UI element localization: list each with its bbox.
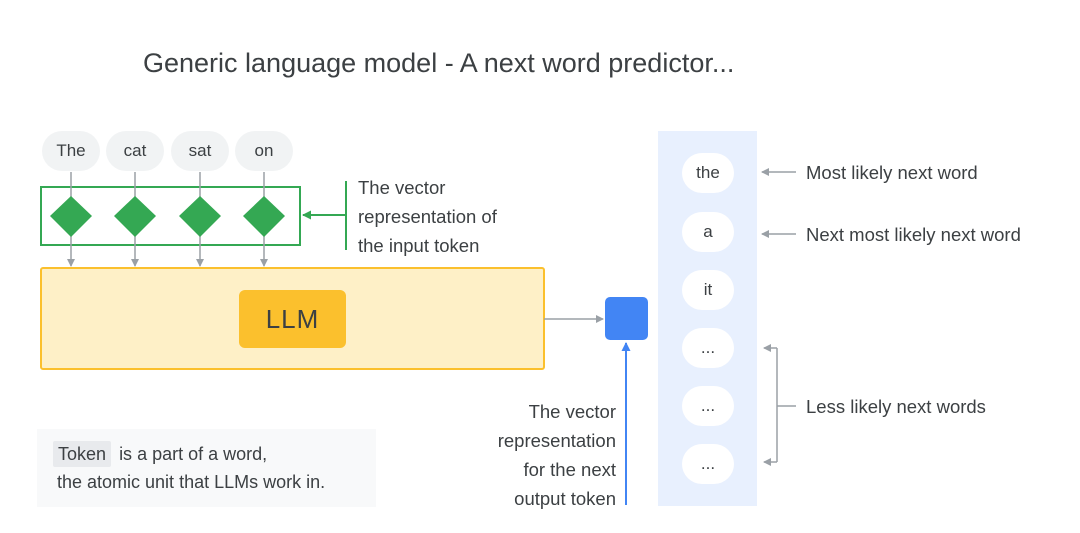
output-vector-square xyxy=(605,297,648,340)
label-line: for the next xyxy=(523,459,616,480)
less-likely-bracket xyxy=(763,344,796,466)
input-token-pill: on xyxy=(235,131,293,171)
most-likely-label: Most likely next word xyxy=(806,162,978,183)
label-line: output token xyxy=(514,488,616,509)
input-token-pill: sat xyxy=(171,131,229,171)
vector-representation-label: The vector representation of the input t… xyxy=(358,173,497,260)
candidate-panel xyxy=(658,131,757,506)
token-term-chip: Token xyxy=(53,441,112,467)
llm-block: LLM xyxy=(239,290,346,348)
embedding-diamond xyxy=(114,196,156,237)
candidate-word: ... xyxy=(682,386,734,426)
label-line: the input token xyxy=(358,235,480,256)
candidate-word: it xyxy=(682,270,734,310)
embedding-diamond xyxy=(243,196,285,237)
less-likely-label: Less likely next words xyxy=(806,396,986,417)
note-line-1: Token is a part of a word, xyxy=(53,441,267,467)
candidate-word: a xyxy=(682,212,734,252)
label-line: representation xyxy=(497,430,616,451)
candidate-word: the xyxy=(682,153,734,193)
embedding-diamonds xyxy=(50,196,285,237)
label-line: representation of xyxy=(358,206,497,227)
note-line-2: the atomic unit that LLMs work in. xyxy=(57,472,326,492)
diagram-title: Generic language model - A next word pre… xyxy=(143,48,735,78)
candidate-word: ... xyxy=(682,328,734,368)
output-vector-label: The vector representation for the next o… xyxy=(450,397,616,513)
input-token-pill: cat xyxy=(106,131,164,171)
input-token-pill: The xyxy=(42,131,100,171)
embedding-diamond xyxy=(50,196,92,237)
next-most-likely-label: Next most likely next word xyxy=(806,224,1021,245)
label-line: The vector xyxy=(528,401,616,422)
token-definition-note: Token is a part of a word, the atomic un… xyxy=(37,429,376,507)
label-line: The vector xyxy=(358,177,446,198)
note-line-1-text: is a part of a word, xyxy=(119,444,268,464)
candidate-word: ... xyxy=(682,444,734,484)
embedding-diamond xyxy=(179,196,221,237)
